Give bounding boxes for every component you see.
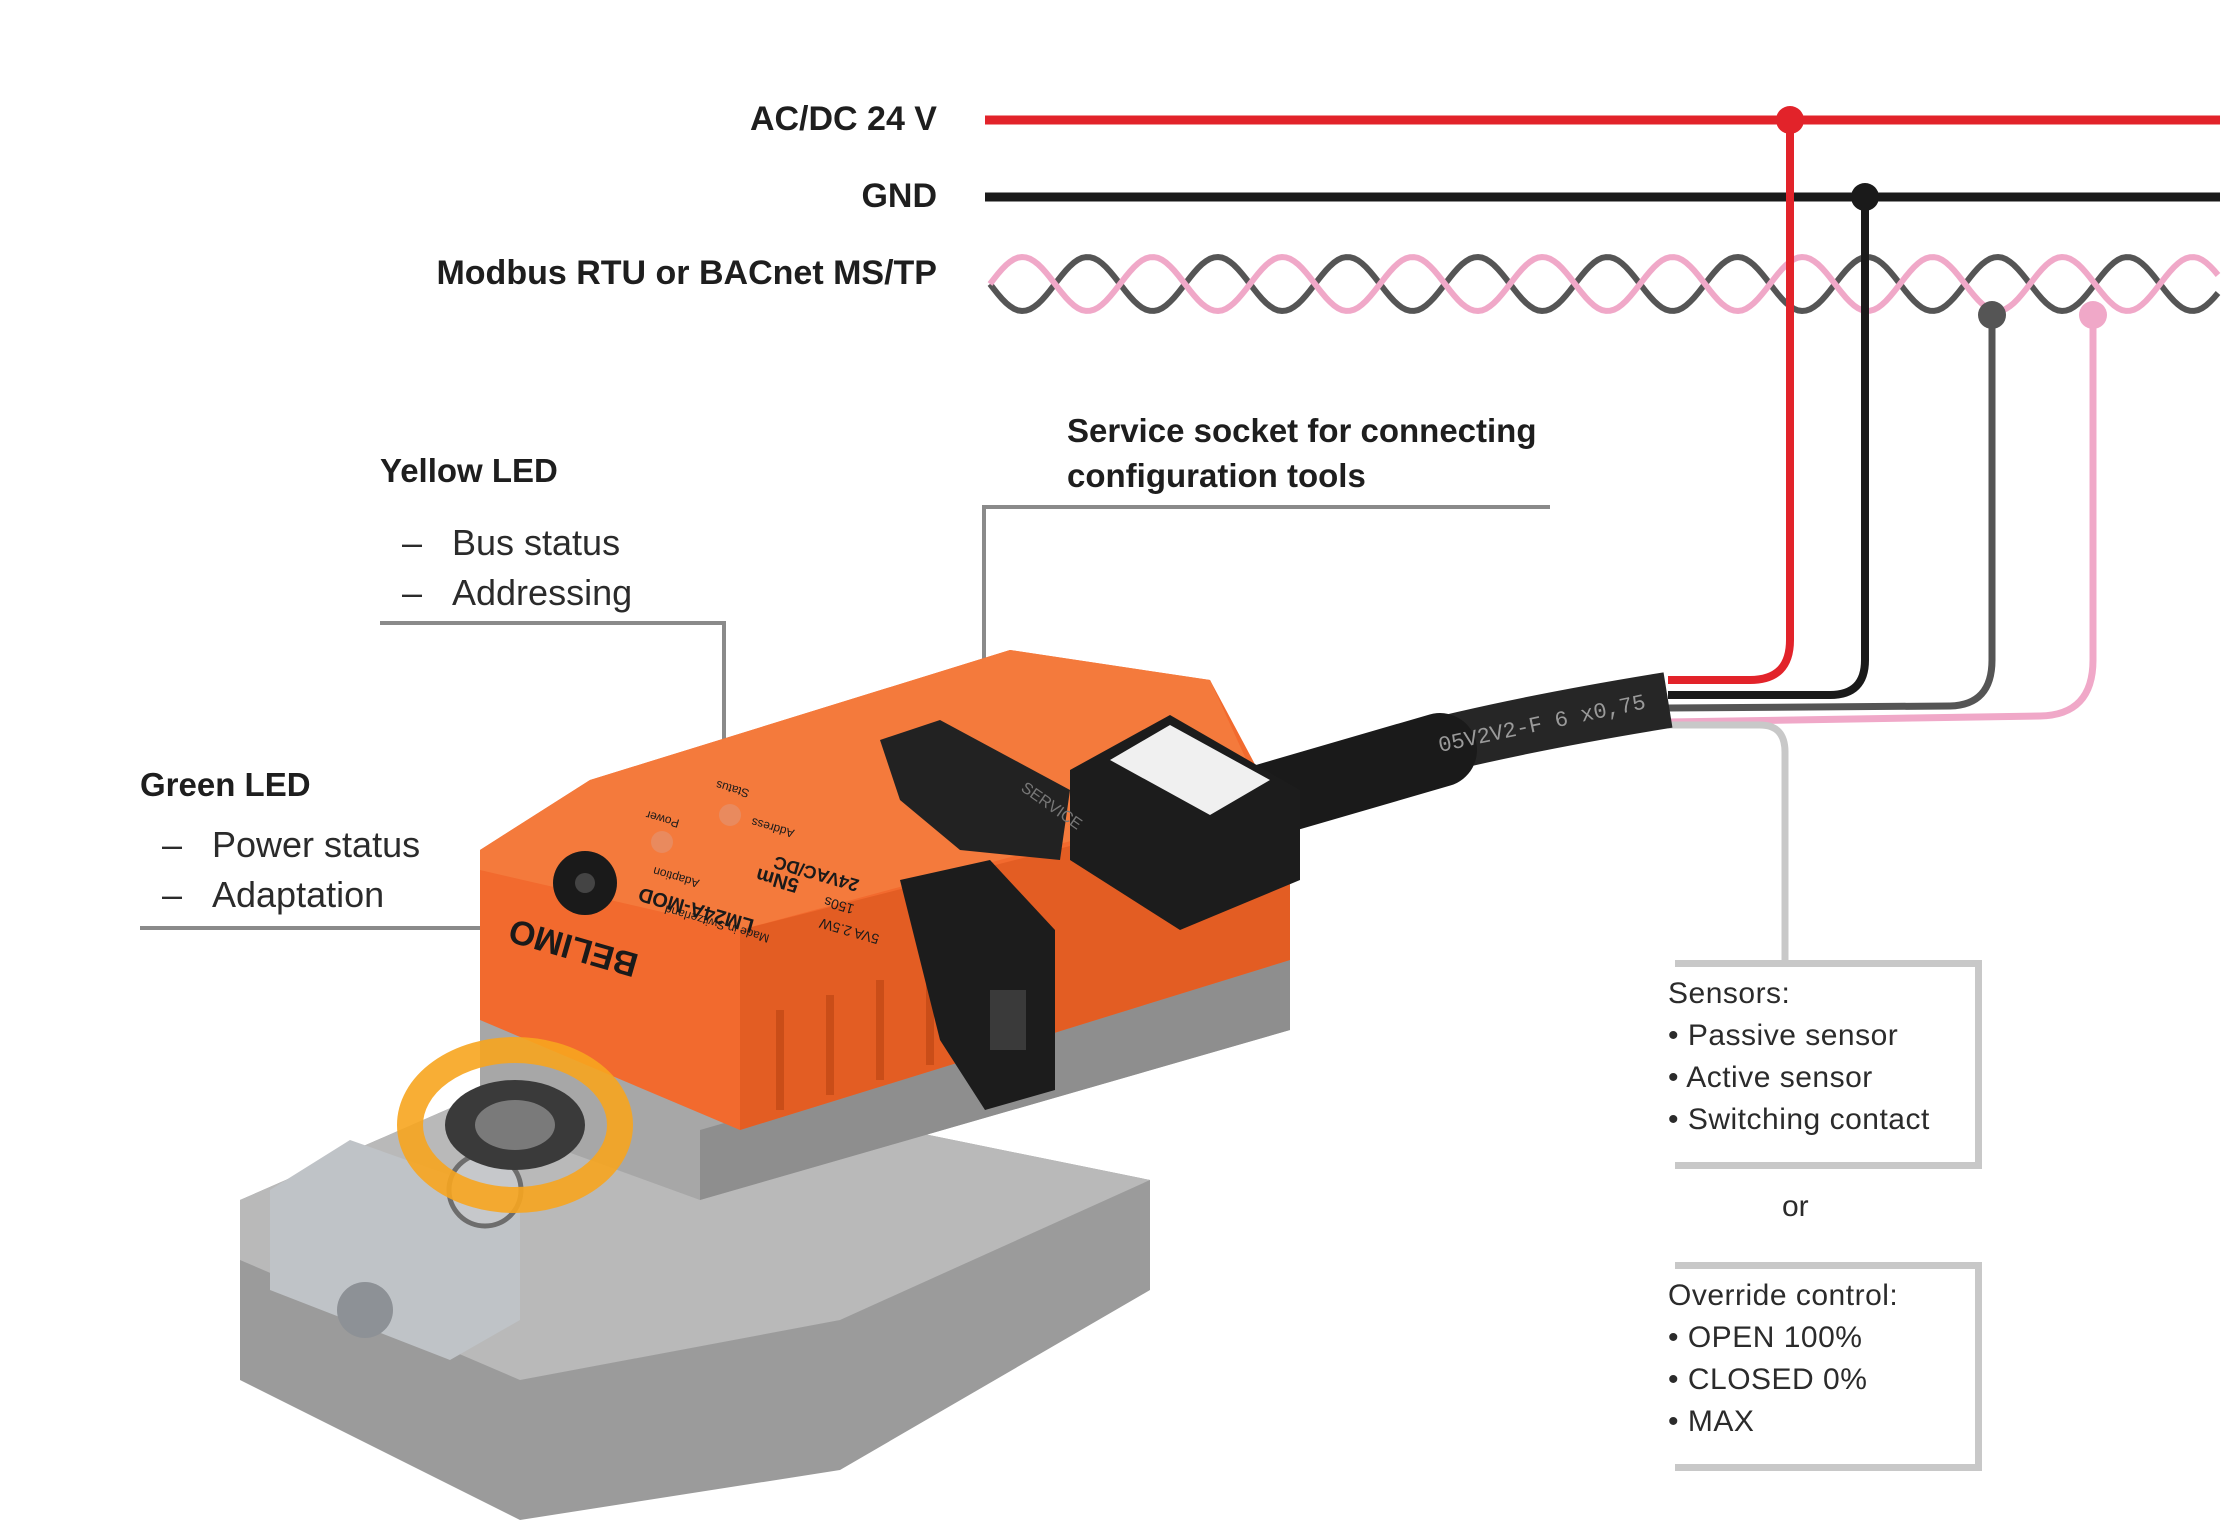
- power-bus-label: AC/DC 24 V: [749, 100, 937, 138]
- gnd-bus-label: GND: [861, 177, 937, 215]
- clamp-nut: [337, 1282, 393, 1338]
- green-led: [651, 831, 673, 853]
- service-callout-line1: Service socket for connecting: [1067, 412, 1537, 449]
- modbus-wire-a: [987, 253, 2221, 315]
- yellow-led-item: –Bus status: [402, 522, 621, 563]
- yellow-led-item: –Addressing: [402, 572, 633, 613]
- sensors-box-item-text: Switching contact: [1687, 1103, 1930, 1136]
- sensors-box: Sensors: • Passive sensor • Active senso…: [1668, 960, 1982, 1169]
- override-box-item-text: OPEN 100%: [1687, 1321, 1863, 1354]
- green-led-title: Green LED: [140, 766, 311, 803]
- yellow-led-item-text: Bus status: [452, 522, 621, 563]
- power-junction: [1776, 106, 1804, 134]
- sensors-box-item: • Active sensor: [1668, 1061, 1873, 1094]
- bus-b-drop-wire: [1667, 315, 2097, 726]
- bus-a-junction: [1978, 301, 2006, 329]
- yellow-led-item-text: Addressing: [452, 572, 633, 613]
- sensors-box-title: Sensors:: [1668, 977, 1791, 1010]
- service-socket-cover: [880, 720, 1070, 860]
- modbus-wire-b: [987, 253, 2221, 315]
- modbus-bus-label: Modbus RTU or BACnet MS/TP: [436, 254, 937, 292]
- sensor-drop-wire: [1668, 721, 1789, 960]
- bus-b-junction: [2079, 301, 2107, 329]
- service-callout-line2: configuration tools: [1067, 457, 1366, 494]
- green-led-item-text: Adaptation: [212, 874, 385, 915]
- sensors-box-item: • Switching contact: [1668, 1103, 1930, 1136]
- gnd-drop-wire: [1668, 197, 1869, 699]
- green-led-item: –Power status: [162, 824, 421, 865]
- sensors-box-item: • Passive sensor: [1668, 1019, 1899, 1052]
- green-led-item-text: Power status: [212, 824, 421, 865]
- yellow-led: [719, 804, 741, 826]
- bus-a-drop-wire: [1667, 315, 1996, 712]
- override-box-item-text: CLOSED 0%: [1687, 1363, 1868, 1396]
- override-box-title: Override control:: [1668, 1279, 1899, 1312]
- override-box: Override control: • OPEN 100% • CLOSED 0…: [1668, 1262, 1982, 1471]
- power-drop-wire: [1668, 120, 1794, 684]
- sensors-box-item-text: Passive sensor: [1687, 1019, 1899, 1052]
- actuator-device: [240, 650, 1300, 1520]
- override-box-item: • CLOSED 0%: [1668, 1363, 1868, 1396]
- green-led-item: –Adaptation: [162, 874, 385, 915]
- or-separator: or: [1782, 1190, 1809, 1223]
- position-indicator-ring: [397, 1037, 633, 1213]
- override-box-item: • OPEN 100%: [1668, 1321, 1863, 1354]
- override-box-item-text: MAX: [1687, 1405, 1755, 1438]
- yellow-led-title: Yellow LED: [380, 452, 558, 489]
- sensors-box-item-text: Active sensor: [1686, 1061, 1873, 1094]
- override-box-item: • MAX: [1668, 1405, 1755, 1438]
- gnd-junction: [1851, 183, 1879, 211]
- connector-label-plate: [1110, 725, 1270, 815]
